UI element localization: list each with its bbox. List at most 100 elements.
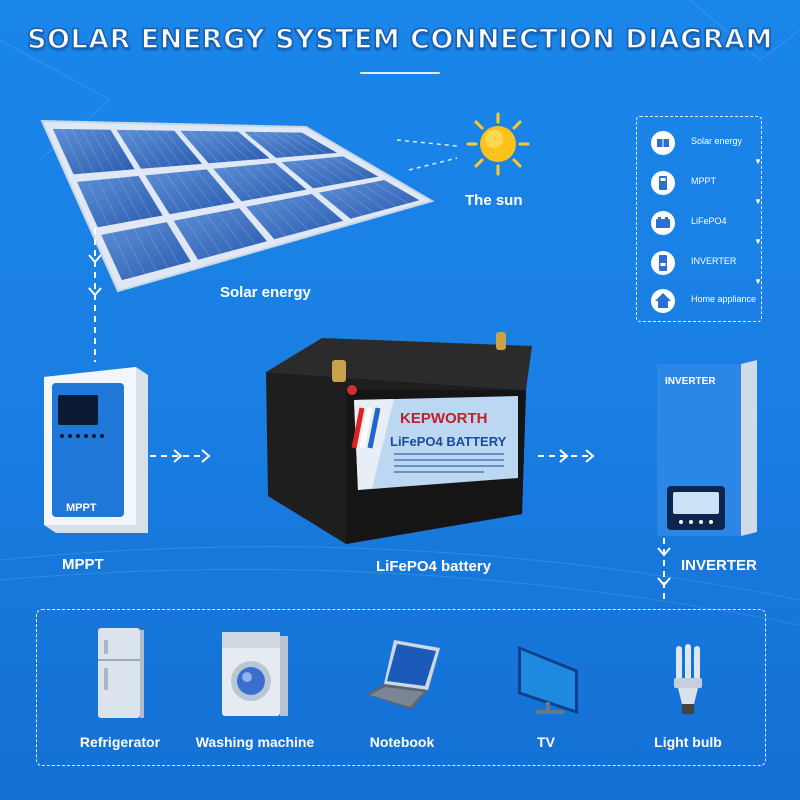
solar-cell-line <box>195 216 222 254</box>
inverter-panel-text: INVERTER <box>665 376 716 387</box>
solar-cell-line <box>223 167 253 200</box>
solar-cell <box>76 175 163 228</box>
legend-item-solar: Solar energy <box>651 131 761 155</box>
mppt-panel-text: MPPT <box>66 502 97 514</box>
solar-cell-line <box>267 202 298 234</box>
sun-icon <box>466 112 530 176</box>
solar-cell-line <box>154 130 182 166</box>
solar-cell <box>244 131 338 158</box>
solar-cell <box>101 222 191 281</box>
legend-item-battery: LiFePO4 <box>651 211 761 235</box>
solar-cell-line <box>289 198 321 228</box>
solar-cell-line <box>218 131 250 161</box>
solar-cell-line <box>86 180 109 226</box>
solar-cell-line <box>263 131 297 157</box>
appliance-label-notebook: Notebook <box>369 734 435 750</box>
legend-item-mppt: MPPT <box>651 171 761 195</box>
home-appliances-box <box>36 609 766 766</box>
mppt-label: MPPT <box>62 556 104 573</box>
legend-arrow: ▼ <box>754 197 762 206</box>
appliance-label-light-bulb: Light bulb <box>654 734 722 750</box>
solar-cell-line <box>125 129 152 169</box>
solar-cell-line <box>164 130 193 165</box>
mppt-controller-image: MPPT <box>44 367 148 533</box>
refrigerator-icon <box>98 628 144 718</box>
solar-cell-line <box>107 178 131 222</box>
solar-cell-line <box>185 171 214 207</box>
battery-brand-text: KEPWORTH <box>400 410 488 427</box>
title-underline <box>360 72 440 74</box>
appliance-label-washing-machine: Washing machine <box>195 734 315 750</box>
laptop-icon <box>366 640 440 710</box>
flow-legend: Solar energy ▼ MPPT ▼ LiFePO4 ▼ INVERTER… <box>636 116 762 322</box>
solar-cell-line <box>155 224 180 265</box>
solar-cell-line <box>100 129 125 171</box>
inverter-label: INVERTER <box>681 557 757 574</box>
solar-cell-line <box>351 186 386 210</box>
solar-cell <box>116 129 203 169</box>
sun-label: The sun <box>465 192 523 209</box>
solar-cell <box>52 128 135 175</box>
solar-cell-line <box>209 131 240 162</box>
appliance-label-tv: TV <box>537 734 555 750</box>
solar-cell-line <box>144 226 169 268</box>
solar-cell-line <box>322 158 357 181</box>
legend-label: Solar energy <box>691 136 743 146</box>
battery-model-text: LiFePO4 BATTERY <box>390 434 507 449</box>
solar-cell-line <box>165 173 192 211</box>
solar-cell-line <box>90 129 115 172</box>
solar-cell-line <box>282 132 317 155</box>
solar-cell-line <box>340 188 374 213</box>
battery-image: KEPWORTH LiFePO4 BATTERY <box>266 332 532 544</box>
solar-cell-line <box>217 212 245 248</box>
battery-label: LiFePO4 battery <box>376 558 492 575</box>
legend-arrow: ▼ <box>754 277 762 286</box>
solar-cell-line <box>228 131 260 160</box>
solar-cell-line <box>122 230 146 275</box>
solar-cell <box>246 194 344 240</box>
legend-item-home: Home appliance <box>651 289 761 313</box>
solar-cell-line <box>97 179 120 224</box>
solar-cell-line <box>300 195 332 225</box>
solar-cell-line <box>301 160 336 185</box>
solar-cell-line <box>362 183 397 207</box>
solar-cell-line <box>291 161 325 187</box>
solar-cell <box>173 208 267 260</box>
page-title: SOLAR ENERGY SYSTEM CONNECTION DIAGRAM <box>26 23 773 56</box>
solar-cell <box>281 156 379 189</box>
solar-cell-line <box>71 129 95 173</box>
battery-icon <box>651 211 675 235</box>
washing-machine-icon <box>222 632 288 716</box>
legend-label: MPPT <box>691 176 717 186</box>
solar-cell-line <box>278 200 309 231</box>
legend-label: LiFePO4 <box>691 216 727 226</box>
solar-cell-line <box>373 181 409 204</box>
legend-label: Home appliance <box>691 294 757 304</box>
appliance-label-refrigerator: Refrigerator <box>79 734 161 750</box>
solar-cell-line <box>243 165 275 196</box>
solar-energy-label: Solar energy <box>220 284 311 301</box>
solar-cell-line <box>264 163 296 192</box>
solar-cell-line <box>175 172 203 209</box>
inverter-image: INVERTER <box>657 360 757 536</box>
legend-label: INVERTER <box>691 256 737 266</box>
solar-panel-image <box>40 119 435 293</box>
house-icon <box>651 289 675 313</box>
solar-cell-line <box>117 177 142 220</box>
solar-cell-line <box>111 232 134 278</box>
legend-arrow: ▼ <box>754 237 762 246</box>
solar-cell-line <box>199 130 230 162</box>
solar-cell <box>213 162 307 202</box>
solar-cell-line <box>272 131 307 156</box>
solar-cell-line <box>184 218 210 257</box>
light-bulb-icon <box>674 644 702 714</box>
sun-rays-dashes <box>396 139 458 171</box>
solar-cell-line <box>256 204 287 237</box>
solar-cell <box>318 180 420 219</box>
solar-cell-line <box>135 129 162 168</box>
solar-cell-line <box>128 176 153 218</box>
solar-cell-line <box>332 157 368 179</box>
legend-arrow: ▼ <box>754 157 762 166</box>
inverter-icon <box>651 251 675 275</box>
